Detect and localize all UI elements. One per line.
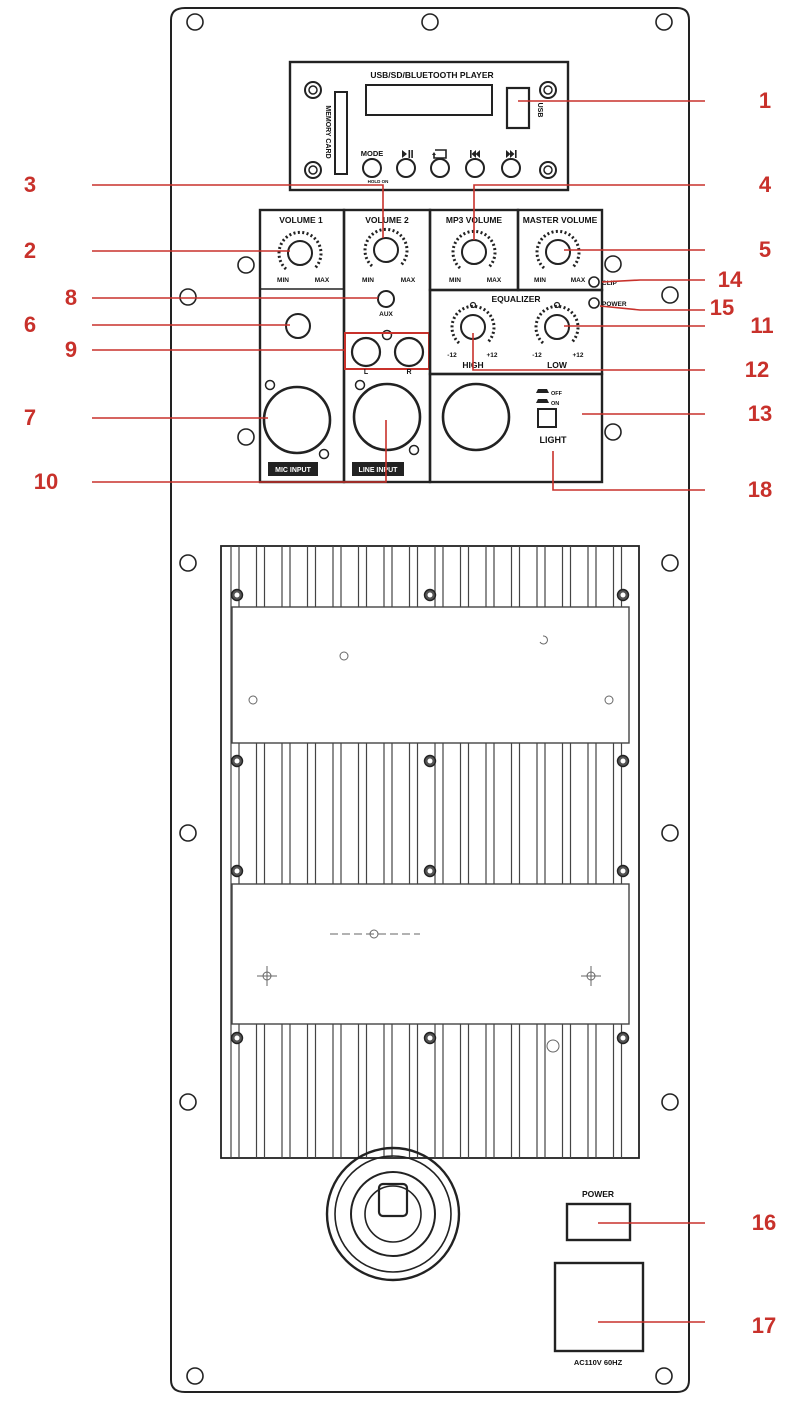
callout-3: 3 [24, 172, 36, 197]
control-hole [286, 314, 310, 338]
callout-13: 13 [748, 401, 772, 426]
repeat-icon [432, 150, 446, 158]
usb-port[interactable] [507, 88, 529, 128]
eq-low-plus: +12 [572, 352, 583, 359]
aux-jack[interactable] [378, 291, 394, 307]
power-area: POWER AC110V 60HZ [555, 1189, 643, 1367]
eq-low-label: LOW [547, 360, 568, 370]
master-volume-knob[interactable] [546, 240, 570, 264]
memory-card-label: MEMORY CARD [324, 105, 331, 158]
mp3-max: MAX [487, 277, 502, 284]
aux-label: AUX [379, 311, 393, 318]
eq-low-minus: -12 [532, 352, 542, 359]
mic-input-jack[interactable] [264, 387, 330, 453]
ac-rating-label: AC110V 60HZ [574, 1358, 623, 1367]
rca-left-label: L [364, 369, 369, 376]
callout-11: 11 [750, 313, 773, 338]
line-input-jack[interactable] [354, 384, 420, 450]
mode-button[interactable] [363, 159, 381, 177]
eq-high-minus: -12 [447, 352, 457, 359]
light-section: OFF ON LIGHT [430, 374, 602, 482]
clip-led [589, 277, 599, 287]
callout-1: 1 [759, 88, 771, 113]
eq-low-knob[interactable] [545, 315, 569, 339]
next-button[interactable] [502, 159, 520, 177]
mp3-min: MIN [449, 277, 461, 284]
equalizer-section: EQUALIZER POWER -12 +12 -12 +12 HIGH LOW [430, 290, 627, 374]
volume2-knob[interactable] [374, 238, 398, 262]
light-switch-on: ON [551, 401, 559, 407]
callout-6: 6 [24, 312, 36, 337]
power-switch-label: POWER [582, 1189, 614, 1199]
callout-5: 5 [759, 237, 771, 262]
memory-card-slot[interactable] [335, 92, 347, 174]
player-title: USB/SD/BLUETOOTH PLAYER [370, 70, 493, 80]
display-screen [366, 85, 492, 115]
callout-16: 16 [752, 1210, 776, 1235]
volume1-max: MAX [315, 277, 330, 284]
callout-18: 18 [748, 477, 772, 502]
light-label: LIGHT [540, 435, 567, 445]
line-input-label: LINE INPUT [359, 467, 399, 474]
rca-left-jack[interactable] [352, 338, 380, 366]
cooling-fan [327, 1148, 459, 1280]
callout-15: 15 [710, 295, 734, 320]
callout-12: 12 [745, 357, 769, 382]
volume2-max: MAX [401, 277, 416, 284]
master-max: MAX [571, 277, 586, 284]
ac-power-inlet[interactable] [555, 1263, 643, 1351]
callout-17: 17 [752, 1313, 776, 1338]
usb-label: USB [536, 103, 543, 118]
mode-sub-label: HOLD ON [368, 179, 389, 184]
volume2-label: VOLUME 2 [365, 215, 409, 225]
rca-right-label: R [406, 369, 411, 376]
play-pause-icon [402, 150, 413, 158]
callout-4: 4 [759, 172, 772, 197]
master-volume-label: MASTER VOLUME [523, 215, 598, 225]
volume1-knob[interactable] [288, 241, 312, 265]
volume2-min: MIN [362, 277, 374, 284]
volume1-min: MIN [277, 277, 289, 284]
master-min: MIN [534, 277, 546, 284]
volume2-section: VOLUME 2 MIN MAX AUX L R LINE INPUT [344, 210, 430, 482]
callout-8: 8 [65, 285, 77, 310]
eq-high-plus: +12 [486, 352, 497, 359]
mode-label: MODE [361, 149, 384, 158]
callout-7: 7 [24, 405, 36, 430]
callout-10: 10 [34, 469, 58, 494]
light-switch-off: OFF [551, 391, 563, 397]
previous-button[interactable] [466, 159, 484, 177]
next-icon [506, 150, 517, 158]
volume1-label: VOLUME 1 [279, 215, 323, 225]
heatsink [221, 546, 639, 1158]
mp3-volume-knob[interactable] [462, 240, 486, 264]
callout-14: 14 [718, 267, 743, 292]
output-jack[interactable] [443, 384, 509, 450]
repeat-button[interactable] [431, 159, 449, 177]
callout-2: 2 [24, 238, 36, 263]
mic-input-label: MIC INPUT [275, 467, 312, 474]
callout-9: 9 [65, 337, 77, 362]
equalizer-label: EQUALIZER [491, 294, 540, 304]
power-led [589, 298, 599, 308]
rca-right-jack[interactable] [395, 338, 423, 366]
light-switch[interactable] [538, 409, 556, 427]
play-pause-button[interactable] [397, 159, 415, 177]
previous-icon [470, 150, 480, 158]
power-switch[interactable] [567, 1204, 630, 1240]
player-module: USB/SD/BLUETOOTH PLAYER MEMORY CARD USB … [290, 62, 568, 190]
